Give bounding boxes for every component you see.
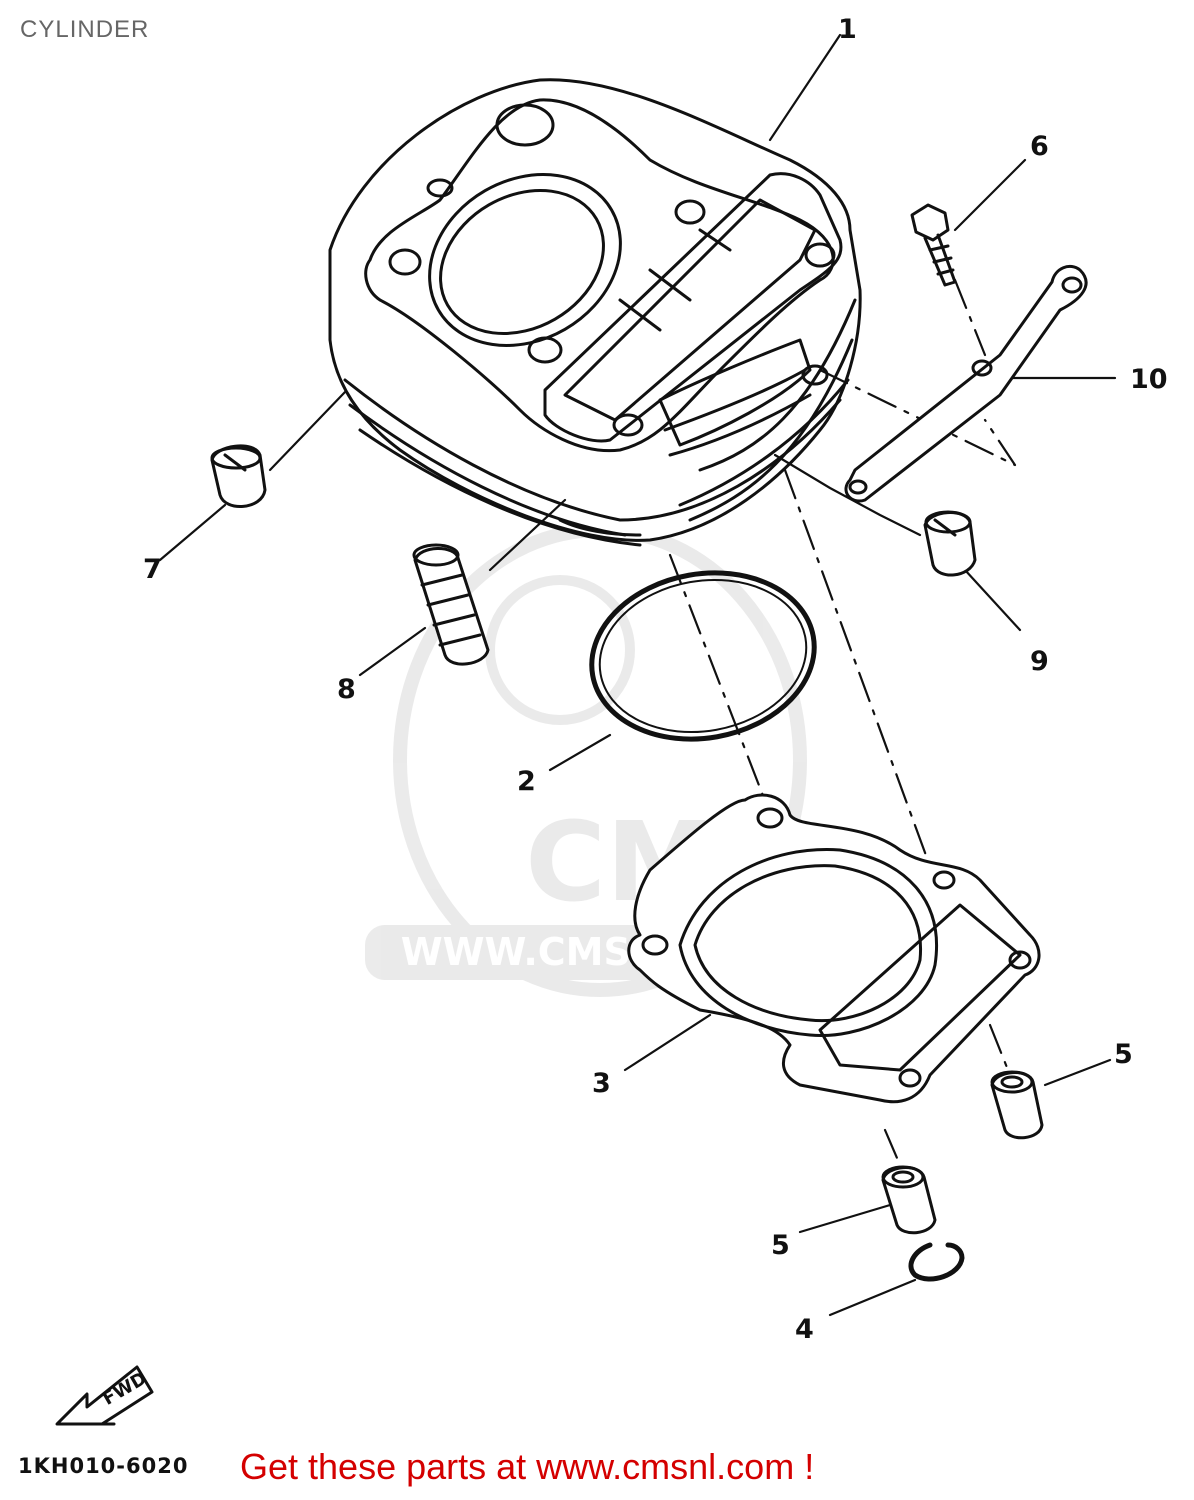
callout-8: 8 bbox=[337, 674, 356, 705]
callout-1: 1 bbox=[838, 14, 857, 45]
o-ring-part-2 bbox=[589, 570, 817, 742]
callout-7: 7 bbox=[143, 554, 162, 585]
callout-10: 10 bbox=[1130, 364, 1168, 395]
callout-4: 4 bbox=[795, 1314, 814, 1345]
callout-9: 9 bbox=[1030, 646, 1049, 677]
clip-part-4 bbox=[908, 1242, 965, 1282]
callout-5-upper: 5 bbox=[1114, 1039, 1133, 1070]
plug-part-7 bbox=[210, 444, 267, 508]
plug-part-9 bbox=[923, 510, 977, 577]
bracket-part-10 bbox=[844, 265, 1088, 503]
gasket-part-3 bbox=[627, 793, 1041, 1104]
callout-3: 3 bbox=[592, 1068, 611, 1099]
leader-lines bbox=[158, 33, 1117, 1317]
part-code: 1KH010-6020 bbox=[18, 1454, 189, 1478]
bolt-part-6 bbox=[910, 203, 957, 287]
dowel-part-5-lower bbox=[881, 1165, 937, 1235]
callout-6: 6 bbox=[1030, 131, 1049, 162]
plug-part-8 bbox=[412, 543, 490, 666]
buy-parts-link[interactable]: Get these parts at www.cmsnl.com ! bbox=[240, 1446, 815, 1487]
dowel-part-5-upper bbox=[990, 1070, 1044, 1140]
callout-5-lower: 5 bbox=[771, 1230, 790, 1261]
fwd-arrow-icon: FWD bbox=[55, 1365, 154, 1426]
callout-2: 2 bbox=[517, 766, 536, 797]
page-title: CYLINDER bbox=[20, 16, 150, 43]
cylinder-part-1 bbox=[328, 78, 862, 547]
